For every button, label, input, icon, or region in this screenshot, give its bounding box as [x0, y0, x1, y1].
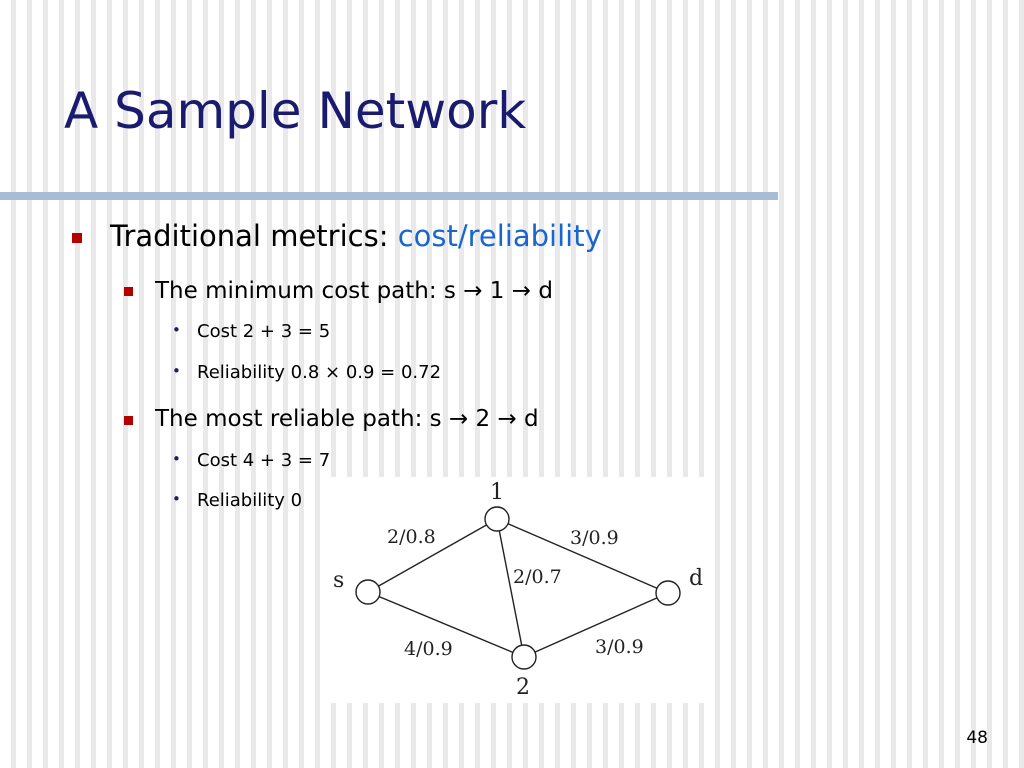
node-s — [355, 579, 381, 605]
edge-1-2-label: 2/0.7 — [513, 566, 562, 588]
bullet-min-cost-cost: Cost 2 + 3 = 5 — [197, 321, 331, 342]
bullet-min-cost-reliability: Reliability 0.8 × 0.9 = 0.72 — [197, 362, 442, 383]
edge-s-1 — [367, 518, 498, 593]
edge-s-1-label: 2/0.8 — [387, 526, 436, 548]
edge-1-2 — [496, 518, 525, 658]
bullet-dot-icon: • — [172, 362, 181, 380]
bullet-traditional-metrics: Traditional metrics: cost/reliability — [110, 219, 602, 253]
edge-1-d-label: 3/0.9 — [570, 527, 619, 549]
bullet-most-reliable-reliability: Reliability 0 — [197, 490, 303, 511]
node-s-label: s — [333, 568, 344, 593]
bullet-square-icon — [124, 287, 133, 296]
bullet-square-icon — [124, 416, 133, 425]
bullet-dot-icon: • — [172, 490, 181, 508]
traditional-metrics-label: Traditional metrics: — [110, 219, 398, 253]
network-diagram-svg: 1 s d 2 2/0.8 3/0.9 2/0.7 4/0.9 3/0.9 — [333, 480, 703, 700]
title-divider — [0, 192, 778, 200]
edge-s-2-label: 4/0.9 — [404, 638, 453, 660]
cost-reliability-highlight: cost/reliability — [397, 219, 602, 253]
network-diagram: 1 s d 2 2/0.8 3/0.9 2/0.7 4/0.9 3/0.9 — [324, 477, 709, 703]
node-d-label: d — [689, 566, 703, 591]
edge-2-d-label: 3/0.9 — [595, 636, 644, 658]
edge-1-d — [496, 518, 669, 594]
edge-2-d — [523, 592, 669, 658]
bullet-most-reliable-cost: Cost 4 + 3 = 7 — [197, 450, 331, 471]
slide-title: A Sample Network — [64, 82, 527, 140]
bullet-most-reliable-path: The most reliable path: s → 2 → d — [155, 406, 539, 432]
bullet-dot-icon: • — [172, 321, 181, 339]
node-d — [655, 580, 681, 606]
bullet-square-icon — [72, 233, 82, 243]
page-number: 48 — [966, 728, 988, 748]
edge-s-2 — [367, 591, 525, 658]
bullet-dot-icon: • — [172, 450, 181, 468]
node-2 — [511, 644, 537, 670]
node-1 — [484, 506, 510, 532]
node-2-label: 2 — [516, 675, 530, 700]
bullet-min-cost-path: The minimum cost path: s → 1 → d — [155, 278, 553, 304]
node-1-label: 1 — [490, 480, 504, 505]
